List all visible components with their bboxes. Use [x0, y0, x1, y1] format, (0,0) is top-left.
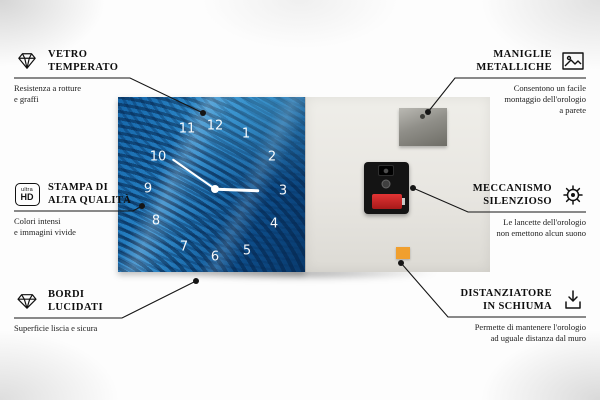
- description-line: Superficie liscia e sicura: [14, 323, 98, 333]
- callout-description: Permette di mantenere l'orologio ad ugua…: [426, 322, 586, 344]
- diamond-icon: [14, 51, 40, 71]
- metal-hanging-plate: [398, 108, 447, 146]
- mechanism-hanger: [378, 165, 394, 176]
- plate-keyhole: [420, 114, 425, 119]
- gem-icon: [14, 292, 40, 310]
- clock-number: 4: [269, 216, 279, 232]
- callout-description: Consentono un facile montaggio dell'orol…: [426, 83, 586, 116]
- gear-icon: [560, 183, 586, 207]
- title-line: TEMPERATO: [48, 62, 119, 73]
- title-line: BORDI: [48, 289, 85, 300]
- badge-ultra-label: ultra: [21, 186, 33, 193]
- description-line: ad uguale distanza dal muro: [490, 333, 586, 343]
- battery-tip: [401, 198, 405, 205]
- clock-back-side: [304, 97, 490, 272]
- title-line: METALLICHE: [476, 62, 552, 73]
- clock-number: 3: [278, 183, 288, 199]
- clock-number: 6: [210, 249, 220, 265]
- title-line: LUCIDATI: [48, 302, 103, 313]
- clock-number: 7: [179, 239, 189, 255]
- badge-hd-label: HD: [20, 191, 34, 202]
- callout-title: DISTANZIATORE IN SCHIUMA: [460, 287, 552, 313]
- clock-number: 11: [178, 121, 196, 137]
- callout-metal-handles: MANIGLIE METALLICHE Consentono un facile…: [426, 46, 586, 116]
- ultra-hd-badge-icon: ultra HD: [14, 182, 40, 206]
- callout-silent-mechanism: MECCANISMO SILENZIOSO Le lancette dell'o…: [426, 180, 586, 239]
- minute-hand: [171, 158, 216, 190]
- description-line: Resistenza a rotture: [14, 83, 82, 93]
- callout-tempered-glass: VETRO TEMPERATO Resistenza a rotture e g…: [14, 46, 174, 105]
- callout-title: VETRO TEMPERATO: [48, 48, 118, 74]
- description-line: montaggio dell'orologio: [504, 94, 586, 104]
- description-line: a parete: [559, 105, 586, 115]
- arrow-down-icon: [560, 289, 586, 311]
- title-line: IN SCHIUMA: [482, 301, 552, 312]
- title-line: SILENZIOSO: [483, 196, 552, 207]
- clock-number: 12: [206, 118, 224, 134]
- callout-polished-edges: BORDI LUCIDATI Superficie liscia e sicur…: [14, 286, 174, 334]
- title-line: ALTA QUALITÀ: [48, 195, 132, 206]
- clock-number: 10: [149, 149, 167, 165]
- title-line: VETRO: [48, 49, 88, 60]
- title-line: MANIGLIE: [493, 49, 552, 60]
- callout-title: STAMPA DI ALTA QUALITÀ: [48, 181, 131, 207]
- clock-number: 2: [267, 149, 277, 165]
- picture-frame-icon: [560, 51, 586, 71]
- hour-hand: [215, 187, 260, 192]
- clock-front-face: 12 1 2 3 4 5 6 7 8 9 10 11: [118, 97, 305, 272]
- callout-foam-spacer: DISTANZIATORE IN SCHIUMA Permette di man…: [426, 285, 586, 344]
- callout-description: Superficie liscia e sicura: [14, 323, 174, 334]
- callout-title: MECCANISMO SILENZIOSO: [473, 182, 552, 208]
- mechanism-shaft: [381, 179, 391, 189]
- description-line: Le lancette dell'orologio: [503, 217, 586, 227]
- description-line: e immagini vivide: [14, 227, 76, 237]
- battery: [371, 194, 405, 209]
- description-line: Permette di mantenere l'orologio: [474, 322, 586, 332]
- description-line: Colori intensi: [14, 216, 61, 226]
- callout-hd-print: ultra HD STAMPA DI ALTA QUALITÀ Colori i…: [14, 179, 174, 238]
- callout-description: Le lancette dell'orologio non emettono a…: [426, 217, 586, 239]
- title-line: MECCANISMO: [472, 183, 552, 194]
- clock-number: 1: [241, 126, 251, 142]
- clock-product-image: 12 1 2 3 4 5 6 7 8 9 10 11: [118, 97, 490, 272]
- title-line: DISTANZIATORE: [460, 288, 552, 299]
- callout-title: MANIGLIE METALLICHE: [476, 48, 552, 74]
- clock-number: 5: [242, 243, 252, 259]
- clock-mechanism: [363, 162, 409, 214]
- callout-title: BORDI LUCIDATI: [48, 288, 103, 314]
- callout-description: Resistenza a rotture e graffi: [14, 83, 174, 105]
- title-line: STAMPA DI: [48, 182, 109, 193]
- clock-center-cap: [211, 185, 219, 193]
- description-line: e graffi: [14, 94, 39, 104]
- foam-spacer-block: [395, 247, 410, 259]
- description-line: Consentono un facile: [513, 83, 586, 93]
- description-line: non emettono alcun suono: [496, 228, 586, 238]
- callout-description: Colori intensi e immagini vivide: [14, 216, 174, 238]
